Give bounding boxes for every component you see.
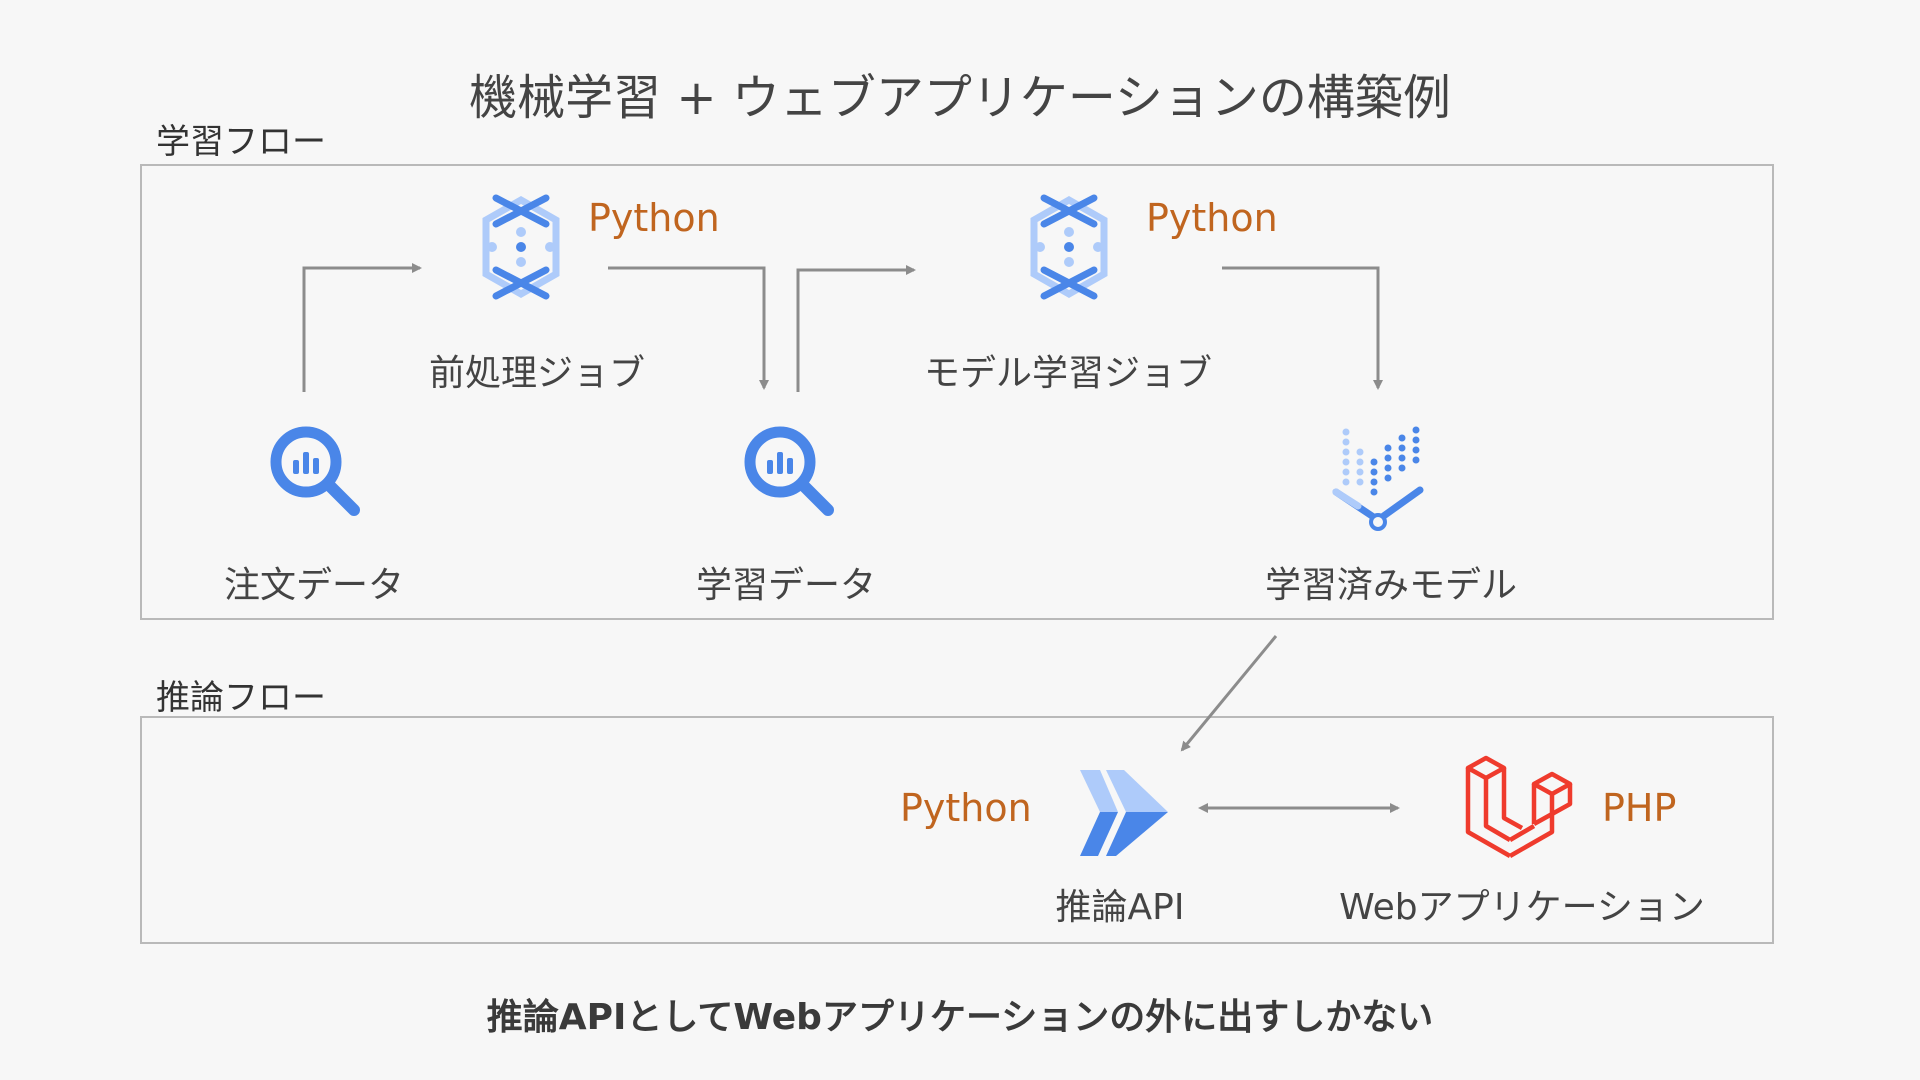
lang-label-model-training: Python xyxy=(1146,196,1278,240)
node-label-training-data: 学習データ xyxy=(695,565,876,606)
dataflow-icon xyxy=(1030,194,1108,300)
arrow-model-job-to-trained-model xyxy=(1222,266,1383,390)
node-label-model-training-job: モデル学習ジョブ xyxy=(923,353,1212,394)
inference-flow-panel xyxy=(140,716,1774,944)
training-flow-panel xyxy=(140,164,1774,620)
cloud-run-icon xyxy=(1080,770,1168,856)
bigquery-icon xyxy=(270,426,360,516)
training-flow-label: 学習フロー xyxy=(156,122,326,162)
node-label-inference-api: 推論API xyxy=(1055,887,1185,928)
bigquery-icon xyxy=(744,426,834,516)
lang-label-web-app: PHP xyxy=(1602,786,1677,830)
arrow-training-data-to-model-job xyxy=(796,265,916,392)
lang-label-preprocess: Python xyxy=(588,196,720,240)
node-label-trained-model: 学習済みモデル xyxy=(1264,565,1517,606)
laravel-icon xyxy=(1465,755,1573,858)
node-label-order-data: 注文データ xyxy=(223,565,404,606)
inference-flow-label: 推論フロー xyxy=(156,678,326,718)
page-title: 機械学習 + ウェブアプリケーションの構築例 xyxy=(469,70,1451,126)
dataflow-icon xyxy=(482,194,560,300)
arrow-model-to-inference-api xyxy=(1180,635,1278,752)
node-label-preprocess-job: 前処理ジョブ xyxy=(428,353,645,394)
lang-label-inference-api: Python xyxy=(900,786,1032,830)
footer-note: 推論APIとしてWebアプリケーションの外に出すしかない xyxy=(486,997,1434,1038)
vertex-ai-icon xyxy=(1332,426,1424,531)
node-label-web-app: Webアプリケーション xyxy=(1339,887,1705,928)
arrow-order-to-preprocess xyxy=(302,263,422,392)
arrow-preprocess-to-training-data xyxy=(608,266,769,390)
